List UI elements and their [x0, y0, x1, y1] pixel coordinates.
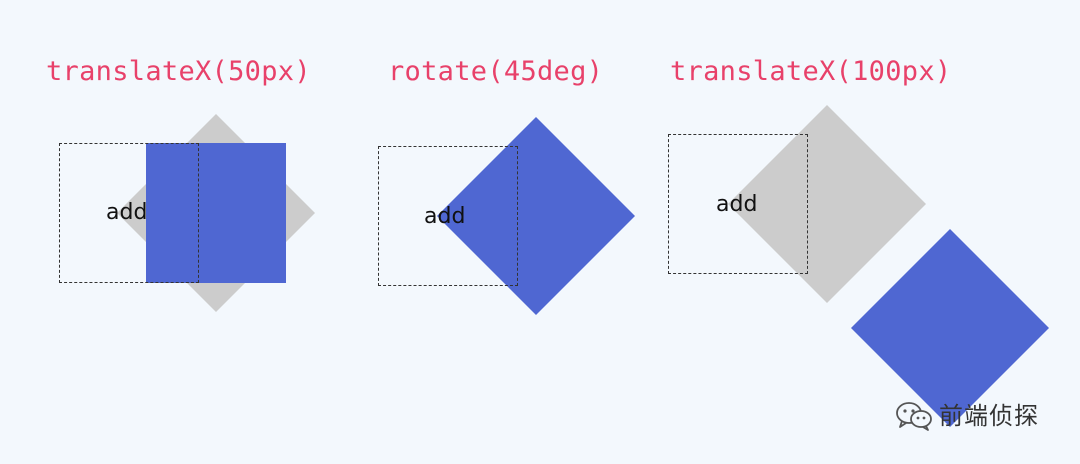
panel-3-original-position-outline	[668, 134, 808, 274]
wechat-icon	[895, 400, 933, 432]
panel-1-translated-blue-square	[146, 143, 286, 283]
panel-3-add-label: add	[716, 192, 758, 217]
panel-2-title: rotate(45deg)	[388, 56, 604, 87]
panel-1-original-position-outline	[59, 143, 199, 283]
watermark-text: 前端侦探	[939, 402, 1039, 430]
panel-1-title: translateX(50px)	[46, 56, 311, 87]
panel-2-original-position-outline	[378, 146, 518, 286]
panel-3-title: translateX(100px)	[670, 56, 952, 87]
watermark: 前端侦探	[895, 396, 1039, 436]
panel-2-add-label: add	[424, 204, 466, 229]
panel-1-add-label: add	[106, 200, 148, 225]
